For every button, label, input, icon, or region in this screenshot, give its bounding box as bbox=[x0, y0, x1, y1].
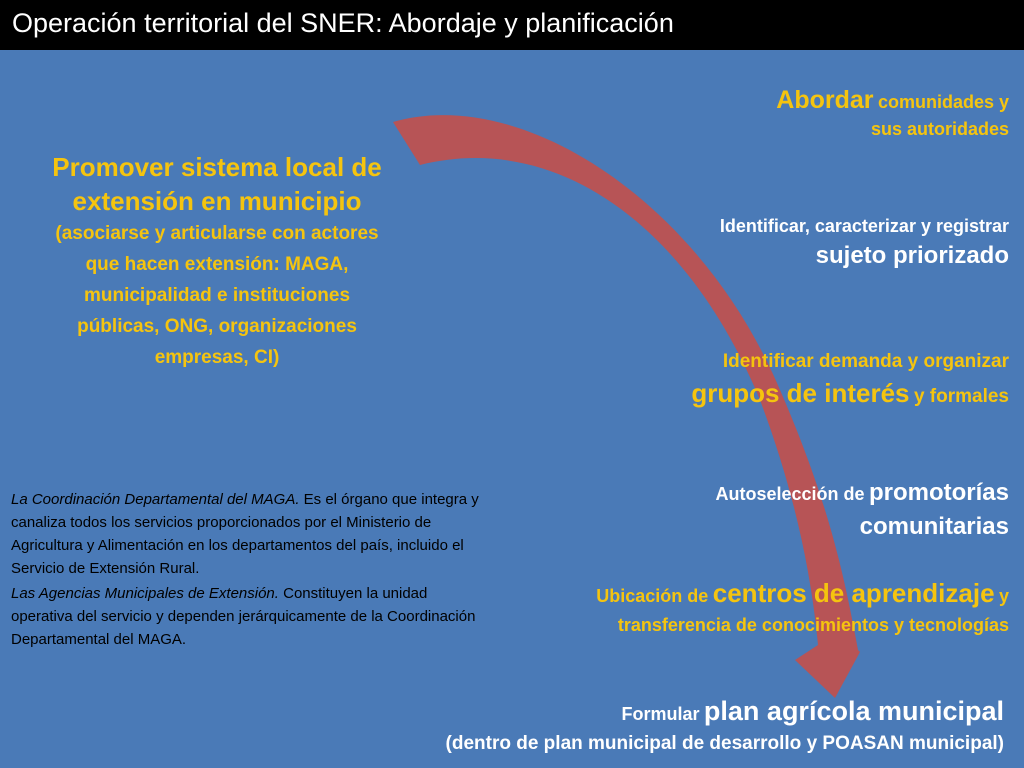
agencias-text: Constituyen la unidad operativa del serv… bbox=[11, 585, 476, 648]
coordinacion-term: La Coordinación Departamental del MAGA. bbox=[11, 491, 300, 508]
promover-line-1: Promover sistema local de bbox=[52, 152, 382, 182]
coordinacion-text: Es el órgano que integra y canaliza todo… bbox=[11, 491, 479, 577]
slide-title: Operación territorial del SNER: Abordaje… bbox=[12, 8, 674, 38]
autoseleccion-lead: Autoselección de bbox=[715, 484, 865, 504]
definitions-block: La Coordinación Departamental del MAGA. … bbox=[11, 488, 489, 653]
abordar-line-2: sus autoridades bbox=[870, 119, 1009, 139]
promover-detail-1: (asociarse y articularse con actores bbox=[55, 223, 379, 244]
agencias-term: Las Agencias Municipales de Extensión. bbox=[11, 585, 279, 602]
identificar-line-1: Identificar, caracterizar y registrar bbox=[719, 216, 1009, 236]
ubicacion-big: centros de aprendizaje bbox=[712, 578, 995, 608]
step-formular: Formular plan agrícola municipal (dentro… bbox=[446, 693, 1004, 759]
formular-big: plan agrícola municipal bbox=[703, 696, 1004, 726]
promover-detail-3: municipalidad e instituciones bbox=[83, 285, 351, 306]
title-bar: Operación territorial del SNER: Abordaje… bbox=[0, 0, 1024, 50]
demanda-rest: y formales bbox=[913, 386, 1009, 407]
demanda-big: grupos de interés bbox=[691, 378, 910, 408]
autoseleccion-big: promotorías bbox=[868, 479, 1009, 506]
identificar-line-2: sujeto priorizado bbox=[815, 242, 1009, 269]
formular-lead: Formular bbox=[621, 704, 700, 724]
autoseleccion-line-2: comunitarias bbox=[859, 513, 1009, 540]
step-autoseleccion: Autoselección de promotorías comunitaria… bbox=[715, 476, 1009, 544]
definition-coordinacion: La Coordinación Departamental del MAGA. … bbox=[11, 488, 489, 580]
abordar-lead: Abordar bbox=[776, 86, 874, 114]
demanda-line-1: Identificar demanda y organizar bbox=[722, 351, 1009, 372]
step-ubicacion: Ubicación de centros de aprendizaje y tr… bbox=[596, 578, 1009, 642]
promover-line-2: extensión en municipio bbox=[72, 186, 362, 216]
step-demanda: Identificar demanda y organizar grupos d… bbox=[691, 350, 1009, 412]
ubicacion-line-2: transferencia de conocimientos y tecnolo… bbox=[617, 615, 1009, 635]
ubicacion-rest: y bbox=[998, 586, 1009, 606]
ubicacion-lead: Ubicación de bbox=[596, 586, 709, 606]
definition-agencias: Las Agencias Municipales de Extensión. C… bbox=[11, 582, 489, 651]
promover-block: Promover sistema local de extensión en m… bbox=[18, 150, 416, 373]
step-identificar: Identificar, caracterizar y registrar su… bbox=[720, 214, 1009, 274]
abordar-rest: comunidades y bbox=[877, 92, 1009, 112]
promover-detail-4: públicas, ONG, organizaciones bbox=[77, 316, 357, 337]
formular-line-2: (dentro de plan municipal de desarrollo … bbox=[445, 733, 1004, 754]
promover-detail-2: que hacen extensión: MAGA, bbox=[85, 254, 349, 275]
step-abordar: Abordar comunidades y sus autoridades bbox=[776, 86, 1009, 143]
promover-detail-5: empresas, CI) bbox=[154, 347, 280, 368]
